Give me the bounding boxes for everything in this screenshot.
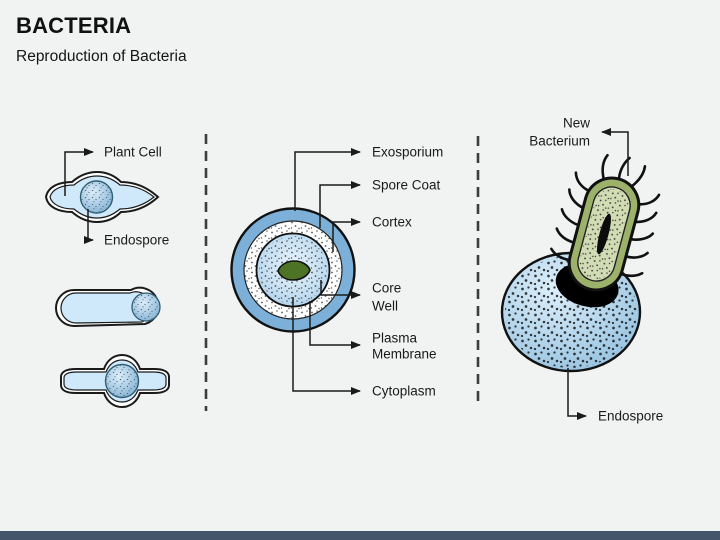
accent-bottom-bar: [0, 531, 720, 540]
page-subtitle: Reproduction of Bacteria: [16, 48, 187, 65]
right-section-germination: New Bacterium Endospore: [500, 116, 663, 424]
pointer-plasma-membrane: [309, 301, 361, 349]
pointer-core-well: [320, 280, 361, 299]
bacterium-cell-central-spore: [44, 170, 160, 224]
label-spore-coat: Spore Coat: [372, 178, 441, 193]
label-plasma-membrane-line2: Membrane: [372, 347, 437, 362]
middle-section-spore-structure: Exosporium Spore Coat Cortex Core Well P…: [230, 145, 443, 399]
page-title: BACTERIA: [16, 13, 132, 38]
new-bacterium-rod: [550, 153, 661, 308]
label-new-bacterium-line2: Bacterium: [529, 134, 590, 149]
pointer-cytoplasm: [292, 297, 361, 395]
label-endospore-right: Endospore: [598, 409, 663, 424]
label-core-well-line2: Well: [372, 299, 398, 314]
endospore-texture: [106, 365, 138, 397]
bacterium-cell-terminal-spore: [55, 286, 161, 328]
label-new-bacterium-line1: New: [563, 116, 590, 131]
pointer-exosporium: [294, 148, 361, 211]
label-plant-cell: Plant Cell: [104, 145, 162, 160]
endospore-texture: [133, 294, 159, 320]
bacterium-cell-bulging-spore: [60, 353, 170, 409]
core-well-green-body: [277, 260, 311, 281]
label-exosporium: Exosporium: [372, 145, 443, 160]
pointer-cortex: [332, 218, 361, 252]
pointer-endospore-right: [567, 368, 587, 420]
pointer-spore-coat: [319, 181, 361, 228]
endospore-texture: [81, 182, 112, 212]
label-plasma-membrane-line1: Plasma: [372, 331, 418, 346]
pointer-new-bacterium: [601, 128, 629, 176]
flagella: [550, 153, 661, 278]
pointer-plant-cell: [64, 148, 94, 196]
pointer-endospore-left: [84, 209, 94, 244]
left-section-spore-positions: Plant Cell Endospore: [44, 145, 170, 409]
label-core-well-line1: Core: [372, 281, 401, 296]
label-endospore-left: Endospore: [104, 233, 169, 248]
rod-nucleoid-slit: [597, 213, 611, 255]
label-cortex: Cortex: [372, 215, 412, 230]
label-cytoplasm: Cytoplasm: [372, 384, 436, 399]
